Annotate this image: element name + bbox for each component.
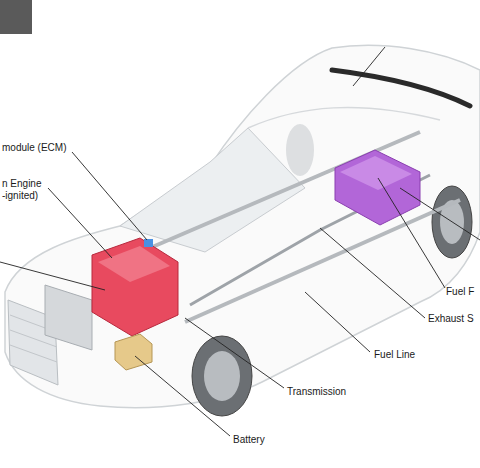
corner-square <box>0 0 32 34</box>
roof-stripe <box>332 70 470 106</box>
part-label: -ignited) <box>2 190 38 202</box>
leader-line <box>0 47 480 436</box>
engine <box>92 238 178 336</box>
battery <box>115 334 152 370</box>
part-label: module (ECM) <box>2 142 66 154</box>
part-label: n Engine <box>2 178 41 190</box>
frame-rail <box>150 132 460 322</box>
front-wheel <box>192 336 252 416</box>
part-label: Exhaust S <box>428 313 474 325</box>
fuel-tank <box>335 150 420 225</box>
windshield <box>120 128 305 252</box>
ecm <box>144 239 153 247</box>
part-label: Fuel F <box>446 286 474 298</box>
part-label: Fuel Line <box>374 349 415 361</box>
part-label: Battery <box>233 434 265 446</box>
radiator <box>45 285 92 350</box>
part-label: Transmission <box>287 386 346 398</box>
